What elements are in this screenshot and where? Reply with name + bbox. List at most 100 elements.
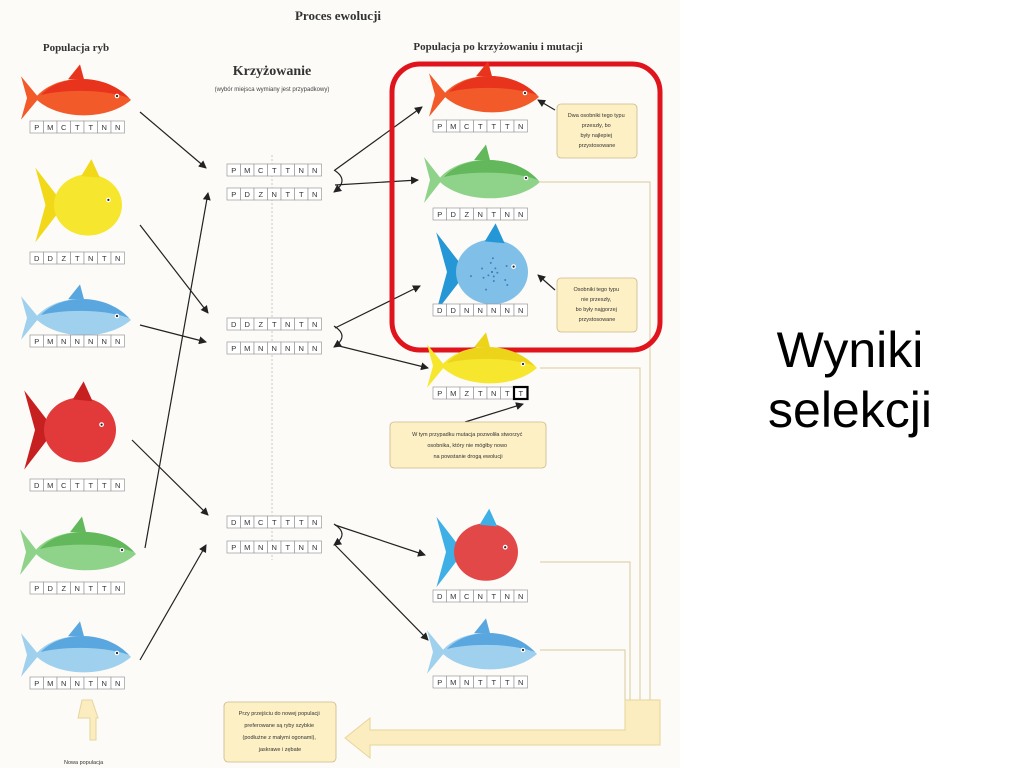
result-code-letter: N (518, 210, 523, 219)
population-code-letter: N (102, 679, 107, 688)
diagram-title: Proces ewolucji (295, 8, 381, 23)
fish-green-long-icon (424, 144, 540, 203)
fish-blue-spotted-icon (436, 223, 528, 312)
crossover-code-letter: Z (258, 320, 263, 329)
fish-red-long-icon (21, 64, 131, 120)
crossover-code-cell (307, 341, 322, 355)
note-bottom-line: Przy przejściu do nowej populacji (239, 711, 320, 717)
result-code-letter: N (464, 678, 469, 687)
arrow-line (144, 192, 211, 549)
result-code-letter: N (518, 306, 523, 315)
crossover-code-letter: N (272, 344, 277, 353)
crossover-code-letter: T (285, 518, 290, 527)
result-code-letter: T (491, 210, 496, 219)
population-code-letter: T (102, 481, 107, 490)
result-code-letter: P (437, 210, 442, 219)
crossover-code-letter: C (258, 166, 264, 175)
note-rejected-line: Osobniki tego typu (573, 287, 619, 293)
crossover-code-letter: M (244, 344, 250, 353)
result-code-letter: N (464, 306, 469, 315)
population-code-letter: N (115, 254, 120, 263)
crossover-code-letter: N (285, 320, 290, 329)
population-code-letter: N (115, 123, 120, 132)
result-code-letter: T (505, 389, 510, 398)
crossover-code-letter: N (312, 320, 317, 329)
fish-blue-long-icon (21, 284, 131, 340)
arrow-line (139, 224, 209, 314)
population-code-letter: D (48, 254, 54, 263)
note-bottom-line: jaskrawe i zębate (258, 747, 302, 753)
crossover-code-letter: N (312, 190, 317, 199)
crossover-code-cell (307, 163, 322, 177)
arrow-line (131, 439, 209, 516)
result-code-letter: P (437, 389, 442, 398)
result-code-letter: N (478, 306, 483, 315)
crossover-code-letter: D (231, 320, 237, 329)
result-code-letter: N (505, 306, 510, 315)
result-code-letter: D (437, 592, 443, 601)
crossover-code-letter: Z (258, 190, 263, 199)
population-code-letter: N (88, 254, 93, 263)
diagram-canvas: Proces ewolucji Populacja ryb Krzyżowani… (20, 8, 663, 766)
population-code-cell (110, 334, 125, 348)
result-code-letter: T (478, 678, 483, 687)
arrow-line (334, 544, 429, 641)
crossover-code-letter: N (299, 344, 304, 353)
population-code-letter: N (75, 584, 80, 593)
crossover-code-letter: M (244, 543, 250, 552)
population-code-letter: Z (61, 254, 66, 263)
crossover-code-letter: T (299, 518, 304, 527)
crossover-code-letter: N (258, 543, 263, 552)
fish-red-long-icon (429, 61, 539, 117)
result-code-letter: T (491, 678, 496, 687)
crossover-code-cell (307, 187, 322, 201)
crossover-code-letter: C (258, 518, 264, 527)
svg-text:Przy przejściu do nowej popula: Przy przejściu do nowej populacji prefer… (239, 711, 322, 753)
note-best-line: przystosowane (579, 143, 616, 149)
note-bottom-line: preferowane są ryby szybkie (244, 723, 314, 729)
return-arrow (77, 699, 661, 760)
result-code-letter: Z (464, 210, 469, 219)
result-code-letter: T (491, 592, 496, 601)
center-subheader: (wybór miejsca wymiany jest przypadkowy) (215, 87, 330, 93)
crossover-code-letter: P (231, 543, 236, 552)
crossover-code-letter: T (285, 166, 290, 175)
arrow-line (537, 274, 556, 291)
fish-yellow-round-icon (35, 159, 122, 243)
crossover-code-letter: N (312, 166, 317, 175)
note-bottom: Przy przejściu do nowej populacji prefer… (223, 701, 337, 763)
crossover-code-letter: N (312, 543, 317, 552)
note-best-line: były najlepiej (580, 133, 612, 139)
result-code-cell (513, 675, 528, 689)
population-code-letter: T (102, 254, 107, 263)
population-code-letter: T (102, 584, 107, 593)
crossover-code-letter: T (272, 518, 277, 527)
fish-blue-long-icon (21, 621, 131, 677)
arrow-line (334, 285, 421, 329)
crossover-code-letter: N (272, 543, 277, 552)
fish-red-round-icon (24, 381, 116, 470)
arrow-line (139, 324, 207, 345)
arrow-line (139, 111, 207, 169)
arrow-line (139, 544, 207, 661)
arrow-line (464, 402, 524, 423)
crossover-code-letter: P (231, 190, 236, 199)
population-code-letter: N (88, 337, 93, 346)
result-code-letter: P (437, 122, 442, 131)
population-code-letter: D (34, 254, 40, 263)
slide-title-line: selekcji (768, 382, 932, 438)
result-code-letter: D (437, 306, 443, 315)
population-code-letter: T (75, 123, 80, 132)
note-mutation-line: osobnika, który nie mógłby nowo (427, 443, 507, 449)
crossover-code-letter: T (299, 190, 304, 199)
result-code-cell (513, 207, 528, 221)
population-code-letter: T (88, 584, 93, 593)
result-code-letter: C (464, 122, 470, 131)
result-code-letter: N (518, 592, 523, 601)
evolution-diagram: Proces ewolucji Populacja ryb Krzyżowani… (20, 8, 663, 766)
population-code-letter: T (88, 123, 93, 132)
left-header: Populacja ryb (43, 42, 109, 54)
population-code-letter: D (48, 584, 54, 593)
note-rejected-line: nie przeszły, (581, 297, 612, 303)
